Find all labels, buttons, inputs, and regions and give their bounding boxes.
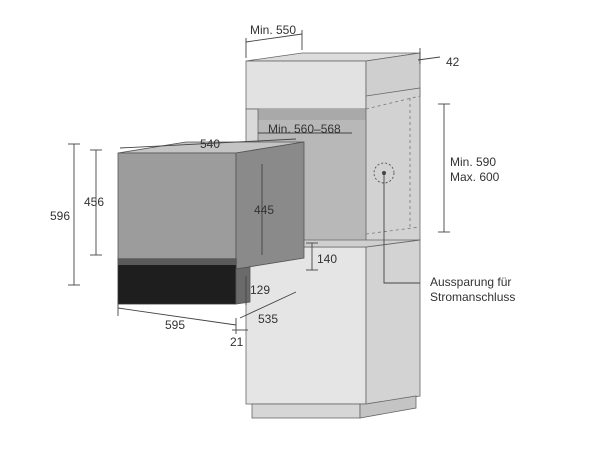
cabinet-lower-side — [365, 239, 421, 405]
label-niche-height-max: Max. 600 — [450, 170, 500, 184]
socket-leader-line — [383, 173, 420, 284]
cabinet-plinth — [251, 403, 361, 419]
label-niche-height-min: Min. 590 — [450, 155, 496, 169]
drawer-side — [235, 266, 251, 305]
label-depth-top: 42 — [446, 55, 460, 69]
socket-note-line2: Stromanschluss — [430, 290, 515, 304]
label-drawer-height: 129 — [250, 283, 270, 297]
label-niche-width: Min. 560–568 — [268, 122, 341, 136]
label-front-depth: 21 — [230, 335, 244, 349]
label-appliance-width: 540 — [200, 137, 220, 151]
label-overall-height: 596 — [50, 209, 70, 223]
drawer-front — [117, 258, 237, 305]
niche-right-side — [365, 87, 421, 248]
drawer-trim — [118, 259, 236, 265]
socket-note-line1: Aussparung für — [430, 275, 511, 289]
label-total-width: 595 — [165, 318, 185, 332]
dimension-lines — [68, 30, 450, 334]
label-shelf-gap: 140 — [317, 252, 337, 266]
label-min-width: Min. 550 — [250, 23, 296, 37]
dimension-labels: Min. 550 42 540 Min. 560–568 Min. 590 Ma… — [50, 23, 515, 349]
cabinet-top-front — [245, 60, 367, 110]
niche-inner-top — [246, 109, 366, 120]
oven-side — [235, 141, 305, 270]
oven-appliance — [117, 141, 305, 305]
cabinet-plinth-side — [359, 395, 417, 419]
label-front-height: 456 — [84, 195, 104, 209]
oven-front — [117, 152, 237, 260]
socket-recess-icon — [373, 162, 395, 184]
label-body-depth: 535 — [258, 312, 278, 326]
label-body-height: 445 — [254, 203, 274, 217]
